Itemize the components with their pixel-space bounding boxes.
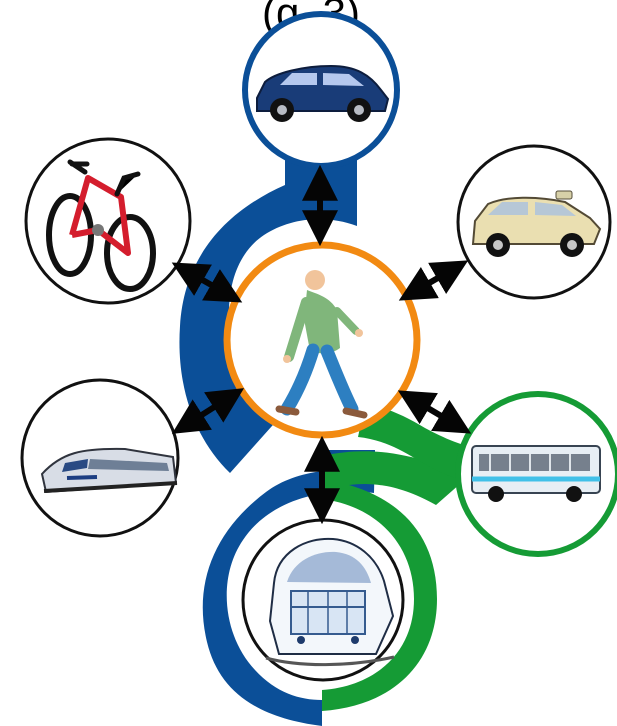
blue-route-lower-band <box>202 450 375 726</box>
high-speed-train-icon <box>40 447 178 494</box>
connector-arrows <box>171 164 472 525</box>
metro-train-icon <box>265 537 395 667</box>
high-speed-train-center-arrow <box>171 388 245 434</box>
mode-taxi <box>456 144 612 300</box>
walking-person-icon <box>275 270 368 419</box>
green-route-lower-band <box>322 445 485 711</box>
center-node <box>223 241 421 439</box>
taxi-icon <box>471 190 602 257</box>
mode-bicycle <box>24 137 192 305</box>
bicycle-center-arrow <box>171 262 243 303</box>
taxi-center-arrow <box>398 260 469 301</box>
car-icon <box>256 64 390 122</box>
mode-bus <box>455 391 617 557</box>
bus-icon <box>471 445 601 502</box>
mode-high-speed-train <box>20 378 180 538</box>
bicycle-icon <box>46 159 156 292</box>
mode-car <box>242 11 400 169</box>
green-route-bus-band <box>358 404 487 484</box>
bicycle-circle <box>24 137 192 305</box>
bus-center-arrow <box>397 390 472 434</box>
mode-metro <box>241 518 405 682</box>
